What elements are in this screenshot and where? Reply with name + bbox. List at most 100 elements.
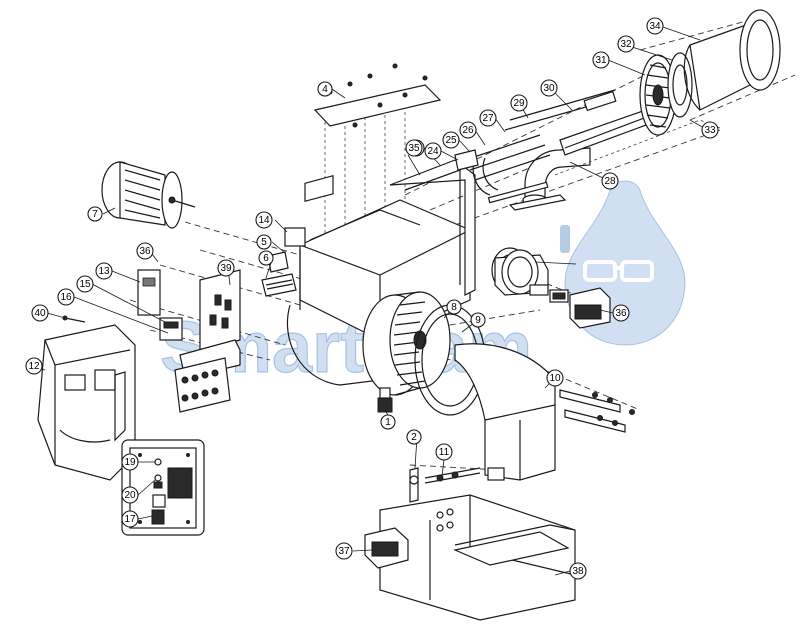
callout-19: 19 xyxy=(121,453,139,471)
callout-circle xyxy=(479,109,497,127)
part-10-air-box xyxy=(454,343,635,481)
callout-circle xyxy=(380,414,396,430)
callout-number: 31 xyxy=(595,55,607,66)
callout-circle xyxy=(406,429,422,445)
callout-group: 1245678910111213141516171920232425262728… xyxy=(25,17,719,580)
part-35-bracket xyxy=(199,269,241,351)
part-13-relay xyxy=(137,269,161,316)
callout-number: 33 xyxy=(704,125,716,136)
part-1-fitting xyxy=(377,387,393,413)
callout-10: 10 xyxy=(546,369,564,387)
callout-number: 25 xyxy=(445,135,457,146)
callout-circle xyxy=(255,211,273,229)
callout-number: 27 xyxy=(482,113,494,124)
callout-circle xyxy=(424,142,442,160)
callout-circle xyxy=(569,562,587,580)
callout-37: 37 xyxy=(335,542,353,560)
callout-16: 16 xyxy=(57,288,75,306)
callout-circle xyxy=(121,453,139,471)
callout-number: 30 xyxy=(543,83,555,94)
callout-number: 13 xyxy=(98,266,110,277)
callout-circle xyxy=(76,275,94,293)
callout-29: 29 xyxy=(510,94,528,112)
callout-24: 24 xyxy=(424,142,442,160)
part-28-electrode xyxy=(504,89,617,131)
callout-number: 34 xyxy=(649,21,661,32)
part-12-cover xyxy=(37,324,136,481)
callout-circle xyxy=(510,94,528,112)
callout-number: 36 xyxy=(615,308,627,319)
callout-number: 19 xyxy=(124,457,136,468)
part-6-plate xyxy=(261,273,297,297)
callout-11: 11 xyxy=(435,443,453,461)
callout-number: 9 xyxy=(475,315,481,326)
callout-number: 5 xyxy=(261,237,267,248)
part-36-actuator-lower xyxy=(364,527,409,569)
callout-7: 7 xyxy=(87,206,103,222)
callout-1: 1 xyxy=(380,414,396,430)
part-37-intake-box xyxy=(379,494,576,621)
callout-circle xyxy=(617,35,635,53)
callout-number: 36 xyxy=(139,246,151,257)
callout-circle xyxy=(95,262,113,280)
part-36-actuator-upper xyxy=(549,287,611,329)
callout-circle xyxy=(217,259,235,277)
callout-circle xyxy=(442,131,460,149)
callout-circle xyxy=(612,304,630,322)
callout-30: 30 xyxy=(540,79,558,97)
callout-number: 10 xyxy=(549,373,561,384)
part-7-motor xyxy=(101,161,196,229)
callout-circle xyxy=(459,121,477,139)
callout-number: 1 xyxy=(385,417,391,428)
callout-circle xyxy=(335,542,353,560)
callout-number: 29 xyxy=(513,98,525,109)
callout-number: 40 xyxy=(34,308,46,319)
part-39-screw xyxy=(62,315,86,323)
callout-27: 27 xyxy=(479,109,497,127)
callout-circle xyxy=(256,234,272,250)
part-4-cover-plate xyxy=(313,63,442,128)
part-40-gas-valve xyxy=(491,247,549,296)
callout-number: 14 xyxy=(258,215,270,226)
callout-circle xyxy=(435,443,453,461)
callout-25: 25 xyxy=(442,131,460,149)
callout-number: 20 xyxy=(124,490,136,501)
callout-circle xyxy=(701,121,719,139)
callout-6: 6 xyxy=(258,250,274,266)
callout-circle xyxy=(57,288,75,306)
callout-31: 31 xyxy=(592,51,610,69)
callout-number: 39 xyxy=(220,263,232,274)
callout-circle xyxy=(258,250,274,266)
callout-circle xyxy=(317,81,333,97)
part-24-26-ignition-cables xyxy=(464,134,551,204)
callout-36: 36 xyxy=(136,242,154,260)
callout-number: 12 xyxy=(28,361,40,372)
part-23-holder xyxy=(454,149,479,171)
callout-17: 17 xyxy=(121,510,139,528)
callout-number: 4 xyxy=(322,84,328,95)
callout-36: 36 xyxy=(612,304,630,322)
callout-circle xyxy=(540,79,558,97)
callout-circle xyxy=(87,206,103,222)
part-33-flame-tube xyxy=(683,9,781,111)
part-14-transformer xyxy=(284,227,306,247)
callout-circle xyxy=(446,299,462,315)
callout-number: 32 xyxy=(620,39,632,50)
control-panel-parts xyxy=(137,227,306,413)
callout-circle xyxy=(546,369,564,387)
callout-12: 12 xyxy=(25,357,43,375)
callout-26: 26 xyxy=(459,121,477,139)
callout-number: 15 xyxy=(79,279,91,290)
callout-35: 35 xyxy=(405,139,423,157)
callout-20: 20 xyxy=(121,486,139,504)
callout-circle xyxy=(121,486,139,504)
callout-number: 35 xyxy=(408,143,420,154)
watermark-thumb-icon xyxy=(560,225,570,253)
callout-circle xyxy=(121,510,139,528)
callout-28: 28 xyxy=(601,172,619,190)
part-11-shaft xyxy=(424,467,505,484)
part-10-brackets xyxy=(559,389,635,433)
callout-13: 13 xyxy=(95,262,113,280)
callout-number: 38 xyxy=(572,566,584,577)
